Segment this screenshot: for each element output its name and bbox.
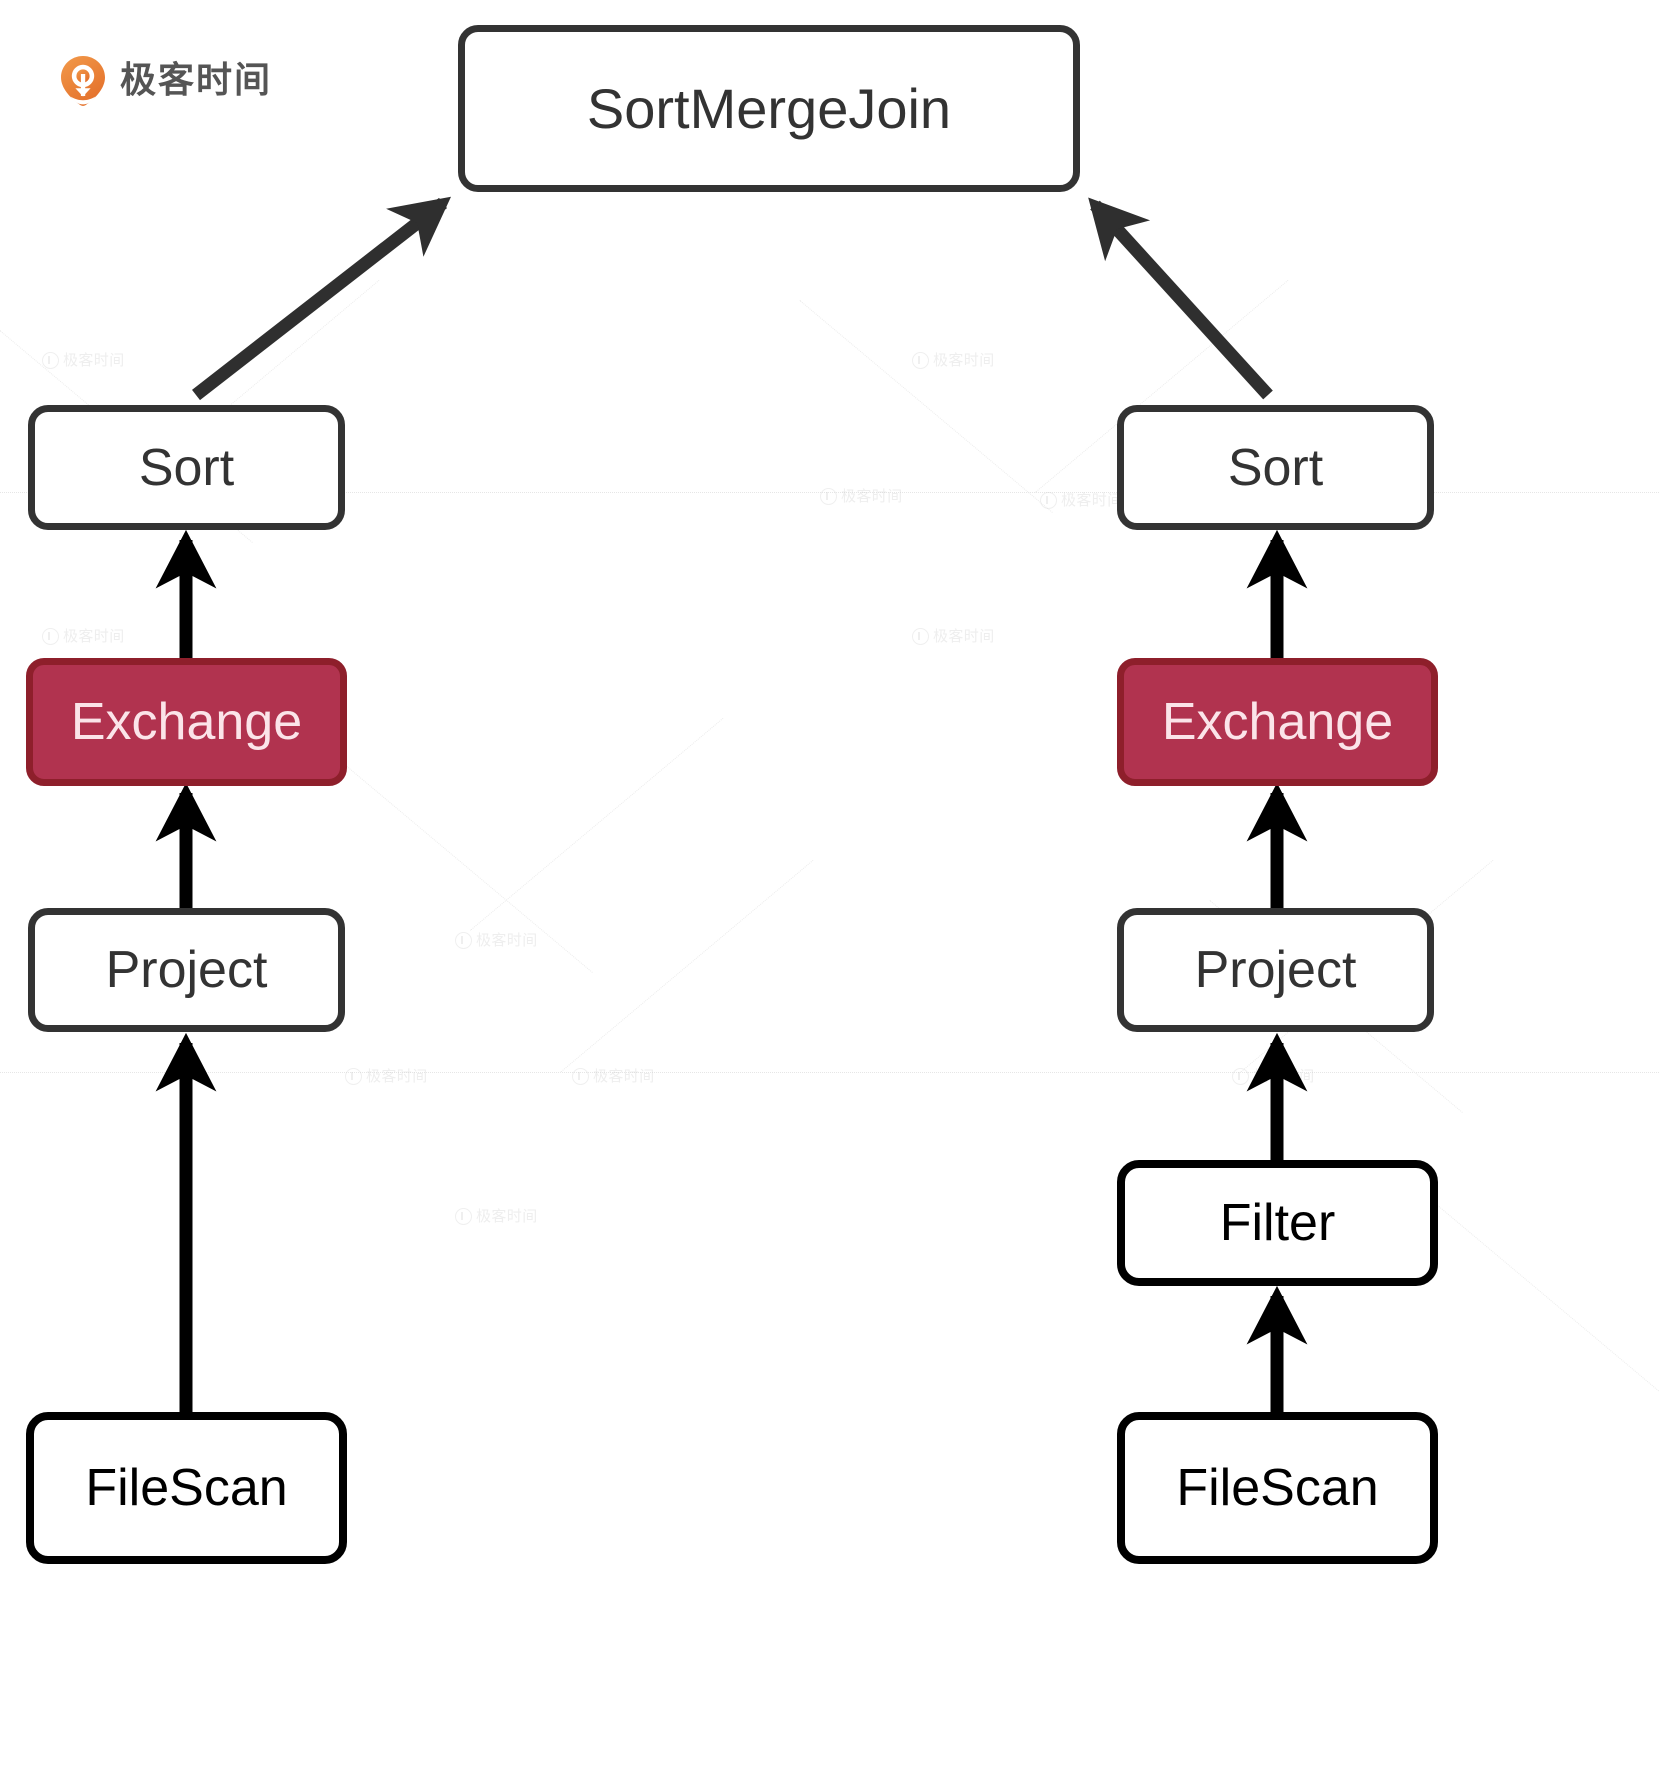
watermark-pin-icon [912,352,929,369]
node-exchange-left[interactable]: Exchange [26,658,347,786]
node-exchange-left-label: Exchange [70,693,303,751]
watermark-stamp: 极客时间 [1040,492,1123,509]
watermark-diagonal [799,300,1053,513]
edge-sort-right-to-sortmergejoin [1088,197,1273,400]
brand-name: 极客时间 [120,60,273,101]
watermark-text: 极客时间 [933,627,995,645]
edge-sort-left-to-sortmergejoin [192,196,452,401]
watermark-pin-icon [820,488,837,505]
watermark-stamp: 极客时间 [345,1068,428,1085]
watermark-pin-icon [1040,492,1057,509]
watermark-stamp: 极客时间 [42,628,125,645]
watermark-pin-icon [572,1068,589,1085]
watermark-stamp: 极客时间 [1232,1068,1315,1085]
watermark-text: 极客时间 [366,1067,428,1085]
node-filescan-right-label: FileScan [1176,1459,1379,1517]
watermark-text: 极客时间 [1061,491,1123,509]
watermark-stamp: 极客时间 [820,488,903,505]
node-project-right[interactable]: Project [1117,908,1434,1032]
watermark-text: 极客时间 [933,351,995,369]
watermark-text: 极客时间 [476,931,538,949]
node-filescan-right[interactable]: FileScan [1117,1412,1438,1564]
watermark-stamp: 极客时间 [42,352,125,369]
watermark-stamp: 极客时间 [455,1208,538,1225]
watermark-stamp: 极客时间 [455,932,538,949]
node-sort-right[interactable]: Sort [1117,405,1434,530]
watermark-text: 极客时间 [593,1067,655,1085]
watermark-diagonal [1419,1190,1659,1403]
node-sort-left[interactable]: Sort [28,405,345,530]
watermark-stamp: 极客时间 [572,1068,655,1085]
watermark-guide-line [0,1072,1659,1073]
watermark-text: 极客时间 [63,627,125,645]
watermark-diagonal [339,760,593,973]
brand-logo: 极客时间 [60,55,272,107]
node-sort-right-label: Sort [1227,438,1324,497]
node-exchange-right-label: Exchange [1161,693,1394,751]
watermark-pin-icon [912,628,929,645]
watermark-pin-icon [345,1068,362,1085]
watermark-text: 极客时间 [63,351,125,369]
node-sortmergejoin-label: SortMergeJoin [586,76,952,140]
node-project-left-label: Project [105,941,268,999]
watermark-stamp: 极客时间 [912,628,995,645]
node-exchange-right[interactable]: Exchange [1117,658,1438,786]
node-filter-right[interactable]: Filter [1117,1160,1438,1286]
watermark-stamp: 极客时间 [912,352,995,369]
node-project-right-label: Project [1194,941,1357,999]
node-filescan-left[interactable]: FileScan [26,1412,347,1564]
watermark-text: 极客时间 [476,1207,538,1225]
watermark-pin-icon [455,1208,472,1225]
watermark-diagonal [470,717,724,931]
watermark-pin-icon [1232,1068,1249,1085]
watermark-text: 极客时间 [841,487,903,505]
node-sortmergejoin[interactable]: SortMergeJoin [458,25,1080,192]
node-project-left[interactable]: Project [28,908,345,1032]
watermark-pin-icon [42,628,59,645]
geektime-pin-icon [60,55,106,107]
watermark-diagonal [560,859,814,1073]
watermark-text: 极客时间 [1253,1067,1315,1085]
node-sort-left-label: Sort [138,438,235,497]
node-filescan-left-label: FileScan [85,1459,288,1517]
watermark-pin-icon [455,932,472,949]
node-filter-right-label: Filter [1219,1194,1336,1252]
watermark-pin-icon [42,352,59,369]
